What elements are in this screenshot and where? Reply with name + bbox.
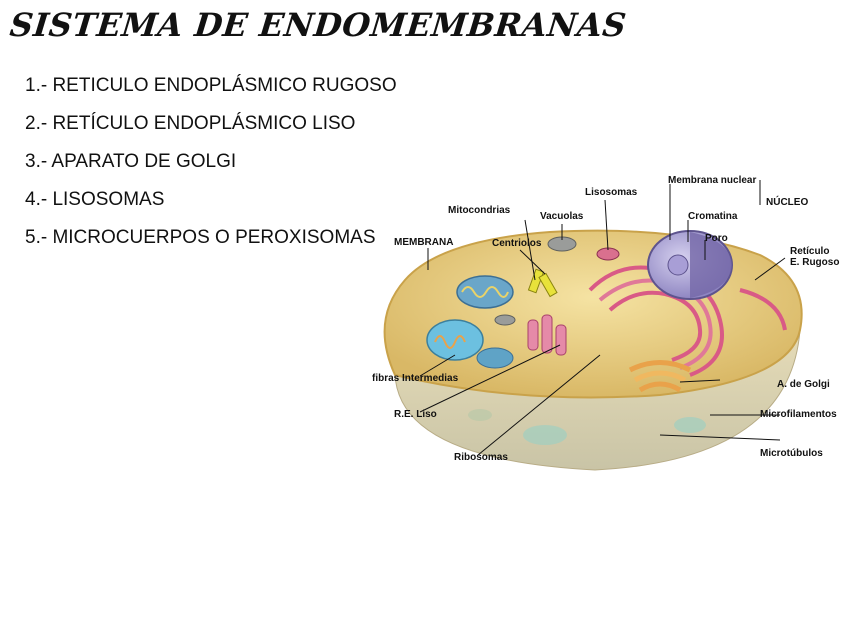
vesicle [523, 425, 567, 445]
slide-title: SISTEMA DE ENDOMEMBRANAS [8, 6, 628, 44]
nucleolus [668, 255, 688, 275]
cell-diagram: Lisosomas Membrana nuclear NÚCLEO Mitoco… [360, 170, 848, 490]
label-nucleo: NÚCLEO [766, 197, 808, 208]
organelle-list: 1.- RETICULO ENDOPLÁSMICO RUGOSO 2.- RET… [25, 72, 397, 262]
label-ribosomas: Ribosomas [454, 452, 508, 463]
label-lisosomas: Lisosomas [585, 187, 637, 198]
vesicle [674, 417, 706, 433]
label-membrana: MEMBRANA [394, 237, 453, 248]
mitochondrion [477, 348, 513, 368]
label-membrana-nuclear: Membrana nuclear [668, 175, 756, 186]
list-item: 5.- MICROCUERPOS O PEROXISOMAS [25, 224, 397, 262]
cell-illustration [360, 170, 848, 490]
label-fibras: fibras Intermedias [372, 373, 458, 384]
label-golgi: A. de Golgi [777, 379, 830, 390]
label-vacuolas: Vacuolas [540, 211, 583, 222]
smooth-er [542, 315, 552, 353]
smooth-er [528, 320, 538, 350]
list-item: 2.- RETÍCULO ENDOPLÁSMICO LISO [25, 110, 397, 148]
label-microfilamentos: Microfilamentos [760, 409, 837, 420]
list-item: 1.- RETICULO ENDOPLÁSMICO RUGOSO [25, 72, 397, 110]
vesicle [468, 409, 492, 421]
list-item: 4.- LISOSOMAS [25, 186, 397, 224]
label-poro: Poro [705, 233, 728, 244]
label-reticulo-rugoso: Retículo E. Rugoso [790, 246, 839, 268]
label-centriolos: Centriolos [492, 238, 541, 249]
vacuole [495, 315, 515, 325]
smooth-er [556, 325, 566, 355]
label-cromatina: Cromatina [688, 211, 737, 222]
label-mitocondrias: Mitocondrias [448, 205, 510, 216]
label-microtubulos: Microtúbulos [760, 448, 823, 459]
list-item: 3.- APARATO DE GOLGI [25, 148, 397, 186]
label-re-liso: R.E. Liso [394, 409, 437, 420]
